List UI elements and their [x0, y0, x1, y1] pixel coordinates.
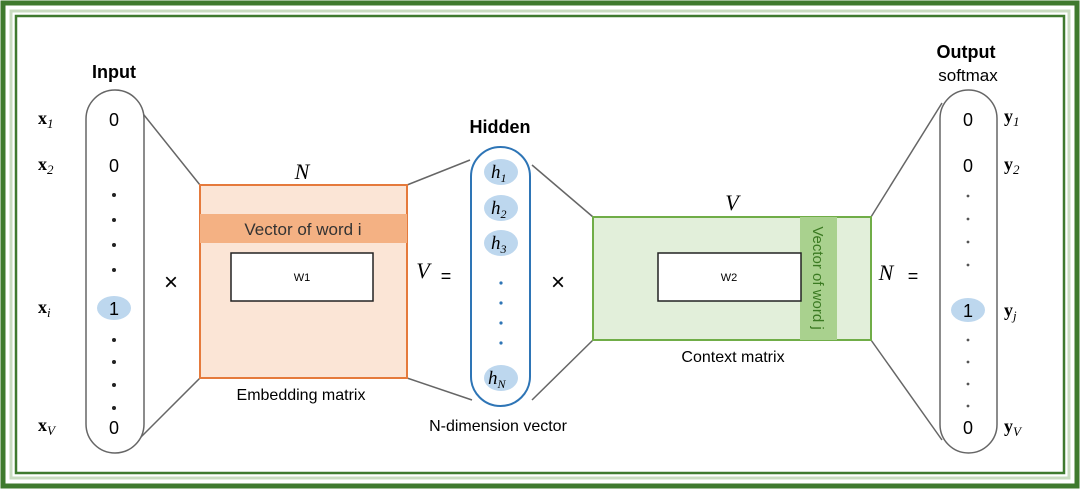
inner-frame-line: [14, 14, 1066, 475]
input-value-2: 0: [109, 156, 119, 176]
hidden-unit-h1: h1: [491, 162, 507, 185]
w2-box: [657, 252, 802, 302]
hidden-unit-h3: h3: [491, 233, 507, 256]
output-values: 0 0 1 0: [951, 110, 985, 438]
w2-label: W2: [721, 272, 738, 284]
output-vector: [939, 89, 998, 454]
output-subtitle: softmax: [938, 66, 998, 85]
dot: [112, 268, 116, 272]
input-ellipsis-dots: [112, 193, 116, 410]
context-column-highlight: [800, 217, 837, 340]
output-value-V: 0: [963, 418, 973, 438]
dot: [966, 360, 970, 364]
embedding-top-dim: N: [294, 159, 311, 184]
input-value-V: 0: [109, 418, 119, 438]
dot: [966, 263, 970, 267]
connector-hidden-context-bottom: [531, 339, 594, 401]
dot: [499, 301, 503, 305]
dot: [112, 243, 116, 247]
dot: [499, 341, 503, 345]
output-label-y2: y2: [1004, 154, 1020, 177]
dot: [112, 338, 116, 342]
dot: [966, 338, 970, 342]
hidden-unit-h2: h2: [491, 198, 507, 221]
connector-context-output-bottom: [870, 339, 943, 441]
hidden-unit-bg: [484, 159, 518, 185]
connector-input-embedding-top: [139, 109, 201, 186]
connector-lines: [139, 102, 943, 441]
times-sign-1: ×: [164, 269, 178, 296]
embedding-caption: Embedding matrix: [237, 387, 366, 404]
output-ellipsis-dots: [966, 194, 970, 408]
embedding-row-label: Vector of word i: [244, 220, 361, 239]
input-label-xi: xi: [38, 297, 51, 320]
dot: [966, 194, 970, 198]
input-title: Input: [92, 62, 136, 82]
inner-frame: [9, 9, 1071, 480]
input-values: 0 0 1 0: [97, 110, 131, 438]
dot: [112, 383, 116, 387]
hidden-unit-bg: [484, 230, 518, 256]
input-label-xV: xV: [38, 415, 57, 438]
dot: [966, 240, 970, 244]
context-top-dim: V: [725, 190, 741, 215]
w1-box: [230, 252, 374, 302]
output-label-yj: yj: [1004, 300, 1017, 323]
hidden-unit-hN: hN: [488, 368, 507, 391]
equals-sign-1: =: [441, 266, 452, 286]
connector-context-output-top: [870, 102, 943, 218]
input-value-i: 1: [109, 299, 119, 319]
context-side-dim: N: [878, 260, 895, 285]
input-value-1: 0: [109, 110, 119, 130]
input-highlight: [97, 296, 131, 320]
context-column-label: Vector of word j: [809, 226, 826, 329]
dot: [112, 406, 116, 410]
connector-embedding-hidden-bottom: [406, 377, 473, 401]
input-label-x2: x2: [38, 154, 54, 177]
dot: [499, 281, 503, 285]
hidden-unit-bg: [484, 365, 518, 391]
hidden-ellipsis-dots: [499, 281, 503, 345]
output-value-1: 0: [963, 110, 973, 130]
embedding-row-highlight: [200, 214, 407, 243]
hidden-caption: N-dimension vector: [429, 418, 568, 435]
dot: [966, 382, 970, 386]
input-labels: x1 x2 xi xV: [38, 108, 57, 438]
w1-label: W1: [294, 272, 311, 284]
equals-sign-2: =: [908, 266, 919, 286]
hidden-title: Hidden: [470, 117, 531, 137]
dot: [112, 360, 116, 364]
dot: [112, 218, 116, 222]
dot: [499, 321, 503, 325]
connector-input-embedding-bottom: [139, 377, 201, 439]
dot: [966, 404, 970, 408]
output-title: Output: [937, 42, 996, 62]
connector-hidden-context-top: [531, 164, 594, 218]
dot: [966, 217, 970, 221]
output-value-j: 1: [963, 301, 973, 321]
output-label-y1: y1: [1004, 106, 1020, 129]
times-sign-2: ×: [551, 269, 565, 296]
embedding-side-dim: V: [416, 258, 432, 283]
hidden-unit-bg: [484, 195, 518, 221]
output-labels: y1 y2 yj yV: [1004, 106, 1023, 439]
output-value-2: 0: [963, 156, 973, 176]
output-label-yV: yV: [1004, 416, 1023, 439]
dot: [112, 193, 116, 197]
hidden-units: h1 h2 h3 hN: [484, 159, 518, 391]
connector-embedding-hidden-top: [406, 159, 471, 186]
input-label-x1: x1: [38, 108, 54, 131]
output-highlight: [951, 298, 985, 322]
context-caption: Context matrix: [681, 349, 784, 366]
